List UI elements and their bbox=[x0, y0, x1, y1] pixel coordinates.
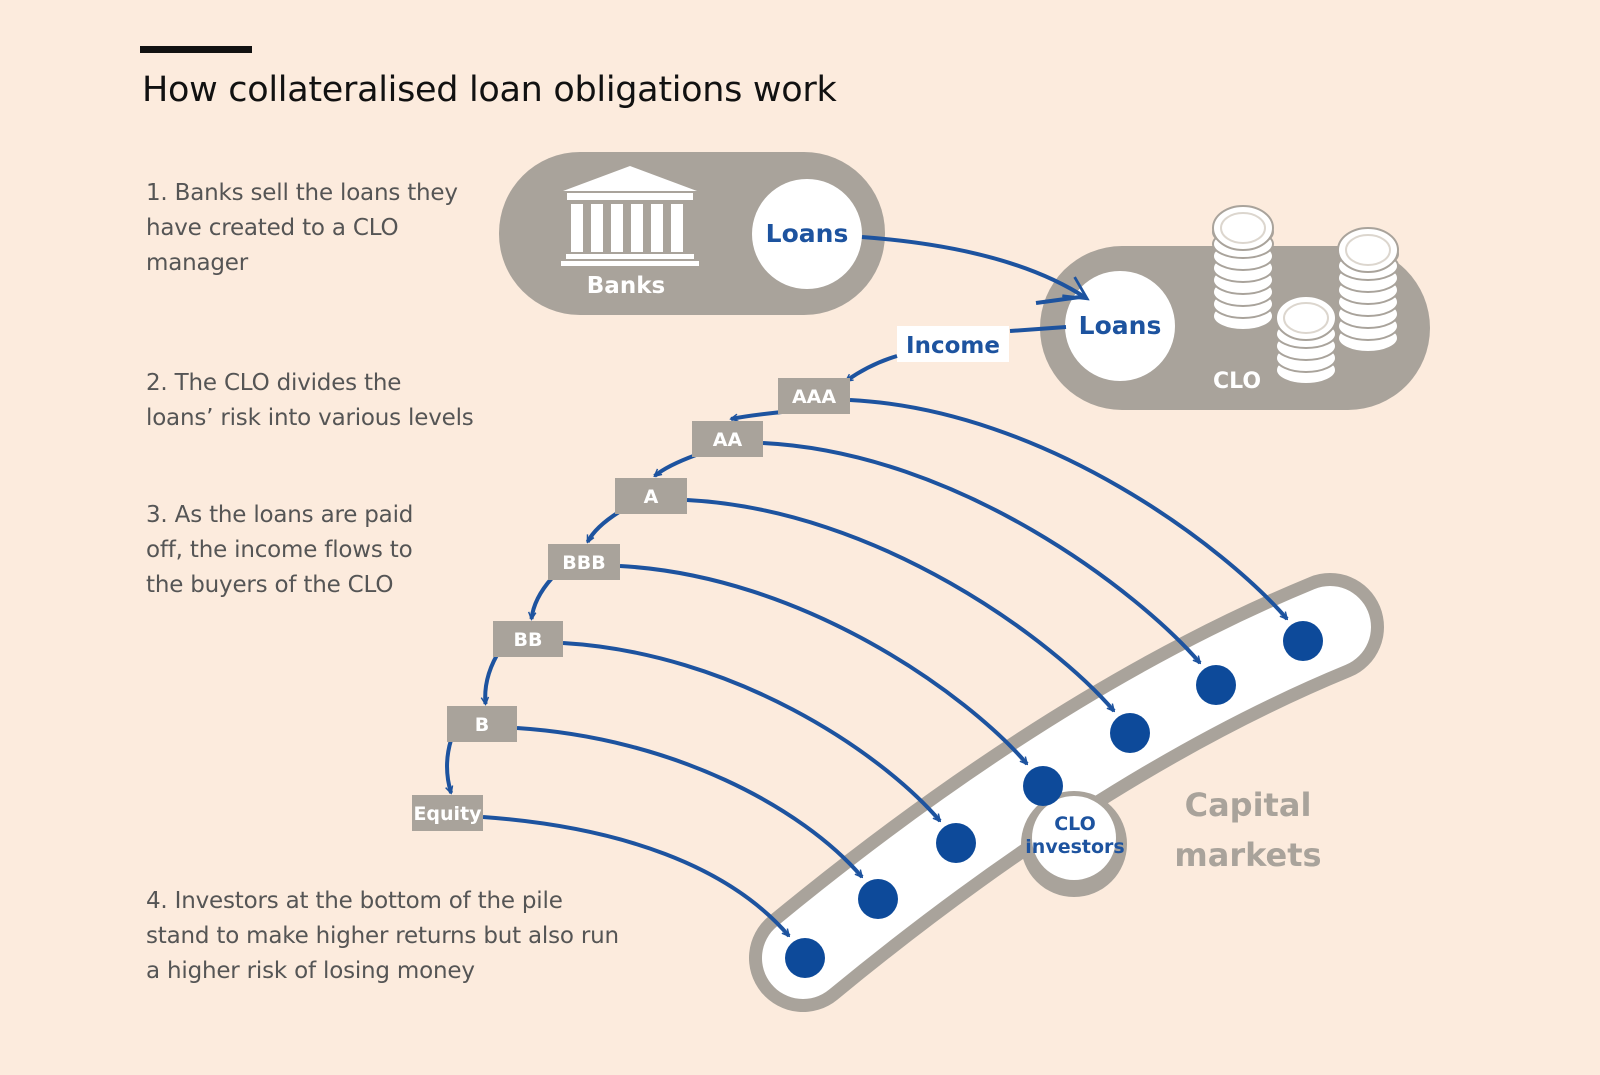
clo-loans-label: Loans bbox=[1079, 311, 1162, 340]
tranche-label: A bbox=[644, 486, 659, 508]
capital-markets-label-line1: Capital bbox=[1185, 786, 1312, 824]
investor-dot bbox=[1110, 713, 1150, 753]
bank-building-icon bbox=[561, 166, 699, 266]
tranche-label: AAA bbox=[792, 386, 836, 408]
tranche-income-arrow bbox=[762, 441, 1202, 663]
tranche-label: BBB bbox=[562, 552, 605, 574]
investors-label-line2: investors bbox=[1025, 836, 1124, 858]
tranche-box bbox=[412, 795, 483, 831]
banks-label: Banks bbox=[587, 273, 665, 299]
tranche-income-arrow bbox=[686, 498, 1116, 711]
tranche-bb: BB bbox=[493, 621, 563, 657]
tranche-bbb: BBB bbox=[548, 544, 620, 580]
tranche-box bbox=[493, 621, 563, 657]
investors-label-line1: CLO bbox=[1054, 813, 1096, 835]
tranche-label: Equity bbox=[413, 803, 482, 825]
investor-dot bbox=[1023, 766, 1063, 806]
tranche-income-arrow bbox=[516, 726, 864, 877]
tranche-income-arrow bbox=[619, 564, 1029, 764]
coin-stack-icon bbox=[1212, 205, 1399, 385]
tranche-aa: AA bbox=[692, 421, 763, 457]
investor-dot bbox=[1196, 665, 1236, 705]
tranche-cascade-arrow bbox=[585, 510, 621, 542]
tranche-label: B bbox=[475, 714, 489, 736]
investor-dot bbox=[858, 879, 898, 919]
tranche-box bbox=[692, 421, 763, 457]
tranche-box bbox=[615, 478, 687, 514]
tranche-income-arrow bbox=[849, 398, 1289, 619]
tranche-income-arrow bbox=[482, 815, 791, 936]
investor-dot bbox=[936, 823, 976, 863]
tranche-box bbox=[548, 544, 620, 580]
tranche-box bbox=[447, 706, 517, 742]
clo-loans-circle bbox=[1065, 271, 1175, 381]
loans-to-clo-arrow bbox=[861, 235, 1086, 298]
tranche-cascade-arrow bbox=[485, 654, 499, 704]
income-label: Income bbox=[906, 333, 1000, 359]
clo-pill: Loans CLO bbox=[1040, 205, 1430, 410]
title-rule bbox=[140, 46, 252, 53]
capital-markets-label-line2: markets bbox=[1174, 836, 1321, 874]
income-tag: Income bbox=[846, 325, 1067, 383]
tranche-cascade-arrow bbox=[655, 453, 697, 478]
tranche-cascade-arrow bbox=[731, 410, 783, 419]
tranche-equity: Equity bbox=[412, 795, 483, 831]
banks-loans-circle bbox=[752, 179, 862, 289]
tranche-b: B bbox=[447, 706, 517, 742]
tranche-cascade-arrow bbox=[532, 576, 554, 619]
banks-loans-label: Loans bbox=[766, 219, 849, 248]
investor-dot bbox=[785, 938, 825, 978]
tranche-a: A bbox=[615, 478, 687, 514]
tranche-income-arrow bbox=[562, 641, 942, 821]
banks-pill: Banks Loans bbox=[499, 152, 885, 315]
page-title: How collateralised loan obligations work bbox=[142, 70, 837, 110]
clo-label: CLO bbox=[1213, 369, 1261, 394]
loans-to-clo-arrow-tail bbox=[1035, 295, 1081, 305]
tranche-label: AA bbox=[713, 429, 743, 451]
tranche-cascade-arrow bbox=[445, 739, 451, 793]
tranche-aaa: AAA bbox=[778, 378, 850, 414]
investor-dot bbox=[1283, 621, 1323, 661]
tranche-label: BB bbox=[514, 629, 543, 651]
tranche-box bbox=[778, 378, 850, 414]
